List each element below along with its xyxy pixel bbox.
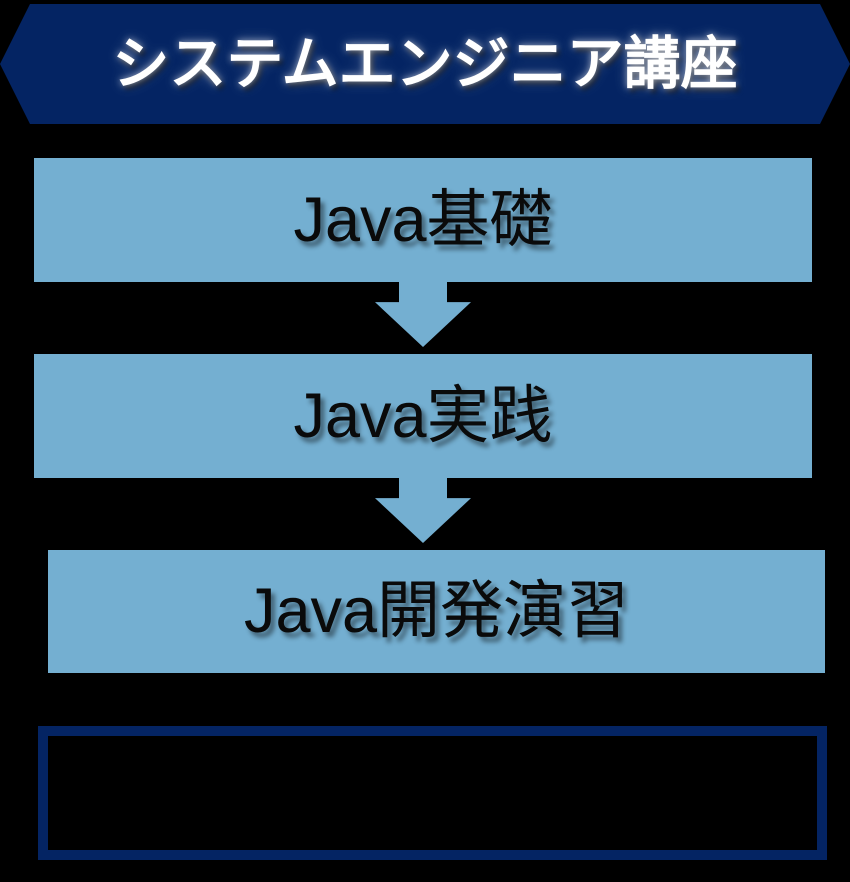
note-box[interactable] bbox=[38, 726, 827, 860]
banner-title: システムエンジニア講座 bbox=[112, 31, 738, 96]
arrow-down-icon bbox=[375, 477, 471, 543]
step-box-java-basics[interactable]: Java基礎 bbox=[34, 158, 812, 282]
step-label: Java開発演習 bbox=[243, 576, 630, 646]
step-label: Java基礎 bbox=[293, 184, 553, 255]
step-box-java-practice[interactable]: Java実践 bbox=[34, 354, 812, 478]
arrow-down-icon bbox=[375, 281, 471, 347]
step-label: Java実践 bbox=[293, 380, 553, 451]
banner-header: システムエンジニア講座 bbox=[0, 4, 850, 124]
step-box-java-development-exercise[interactable]: Java開発演習 bbox=[48, 550, 825, 673]
note-box-label bbox=[48, 736, 817, 850]
